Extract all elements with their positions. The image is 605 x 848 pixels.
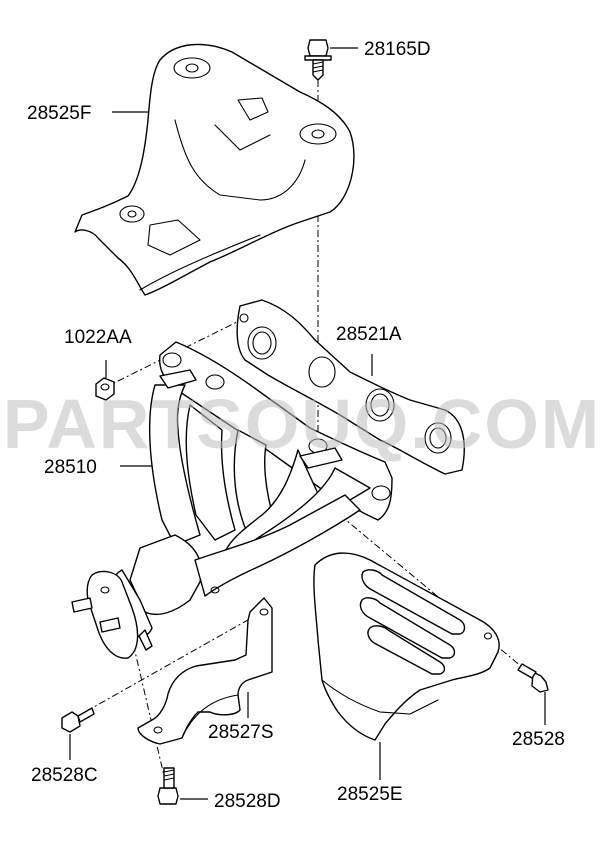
callout-28521a: 28521A [336,324,402,345]
callout-28510: 28510 [44,457,97,478]
top-bolt[interactable] [304,39,332,81]
callout-28525f: 28525F [27,103,91,124]
flange-nut[interactable] [95,377,115,401]
callout-28525e: 28525E [337,784,403,805]
right-bolt[interactable] [517,663,549,693]
callout-28527s: 28527S [208,722,274,743]
callout-28528: 28528 [512,729,565,750]
manifold-gasket[interactable] [236,299,465,475]
upper-heat-shield[interactable] [74,43,355,296]
bottom-bolt[interactable] [157,767,179,805]
callout-28528d: 28528D [214,791,281,812]
left-bolt[interactable] [61,707,95,733]
callout-labels: 28165D 28525F 1022AA 28521A 28510 28527S… [27,39,565,812]
exhaust-manifold[interactable] [71,341,393,659]
callout-1022aa: 1022AA [64,327,132,348]
callout-28165d: 28165D [364,39,431,60]
lower-heat-shield[interactable] [313,552,500,741]
watermark-text: PARTSOUQ.COM [3,385,601,463]
callout-28528c: 28528C [31,765,98,786]
leader-lines [69,47,546,800]
support-bracket[interactable] [137,597,273,745]
